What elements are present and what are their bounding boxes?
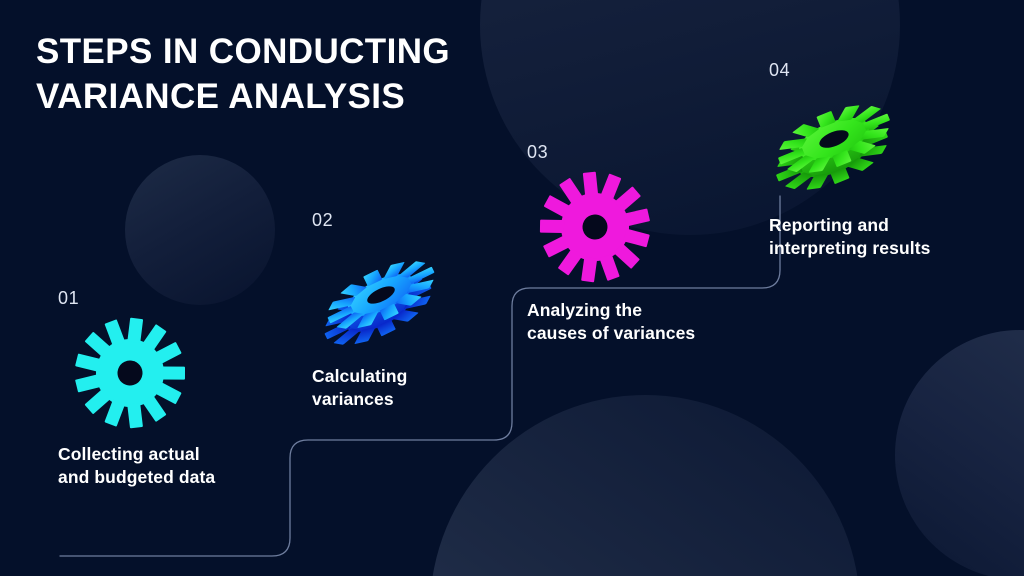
step-number-01: 01 (58, 288, 80, 308)
gear-icon-03 (535, 169, 655, 289)
step-item-03: 03 (527, 142, 695, 345)
step-item-04: 04 (769, 60, 930, 260)
step-number-02: 02 (312, 210, 334, 230)
step-label-03: Analyzing the causes of variances (527, 300, 696, 344)
background-circle-bottom-right (895, 330, 1024, 576)
step-item-01: 01 (58, 288, 215, 489)
background-circle-small-left (125, 155, 275, 305)
step-number-04: 04 (769, 60, 791, 80)
step-number-03: 03 (527, 142, 549, 162)
page-title: Steps in conducting variance analysis (36, 32, 451, 116)
gear-icon-02 (316, 237, 446, 357)
step-label-01: Collecting actual and budgeted data (58, 444, 216, 488)
step-label-04: Reporting and interpreting results (769, 215, 931, 259)
step-item-02: 02 (312, 210, 446, 411)
gear-icon-01 (70, 313, 190, 433)
gear-icon-04 (769, 87, 904, 202)
step-label-02: Calculating variances (312, 366, 408, 410)
background-circle-bottom-center (430, 395, 860, 576)
